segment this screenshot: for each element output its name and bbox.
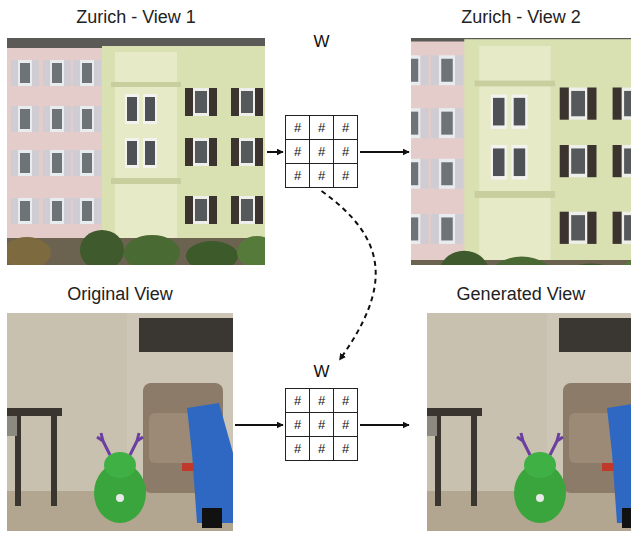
image-panel: Generated View	[411, 283, 631, 531]
flow-arrow	[267, 151, 283, 153]
matrix-cell: #	[333, 115, 358, 140]
matrix-cell: #	[285, 115, 310, 140]
flow-arrow	[360, 151, 409, 153]
image-panel: Original View	[7, 283, 233, 531]
matrix-cell: #	[309, 115, 334, 140]
image-panel: Zurich - View 2	[411, 6, 631, 265]
matrix-cell: #	[285, 139, 310, 164]
matrix-cell: #	[309, 139, 334, 164]
flow-arrow	[360, 424, 409, 426]
matrix-cell: #	[285, 412, 310, 437]
view-title: Generated View	[411, 283, 631, 305]
weight-matrix: W#########	[285, 362, 358, 461]
matrix-cell: #	[309, 163, 334, 188]
matrix-cell: #	[309, 412, 334, 437]
matrix-label: W	[285, 362, 358, 382]
image-panel: Zurich - View 1	[7, 6, 265, 265]
matrix-cell: #	[285, 163, 310, 188]
matrix-cell: #	[333, 163, 358, 188]
transfer-arrow	[322, 191, 376, 360]
flow-arrow	[235, 424, 283, 426]
weight-matrix: W#########	[285, 32, 358, 188]
view-title: Original View	[7, 283, 233, 305]
view-title: Zurich - View 2	[411, 6, 631, 28]
matrix-cell: #	[285, 388, 310, 413]
matrix-cell: #	[333, 436, 358, 461]
matrix-cell: #	[333, 412, 358, 437]
matrix-cell: #	[309, 436, 334, 461]
view-title: Zurich - View 1	[7, 6, 265, 28]
matrix-cell: #	[333, 388, 358, 413]
matrix-cell: #	[309, 388, 334, 413]
matrix-cell: #	[285, 436, 310, 461]
matrix-label: W	[285, 32, 358, 52]
matrix-cell: #	[333, 139, 358, 164]
